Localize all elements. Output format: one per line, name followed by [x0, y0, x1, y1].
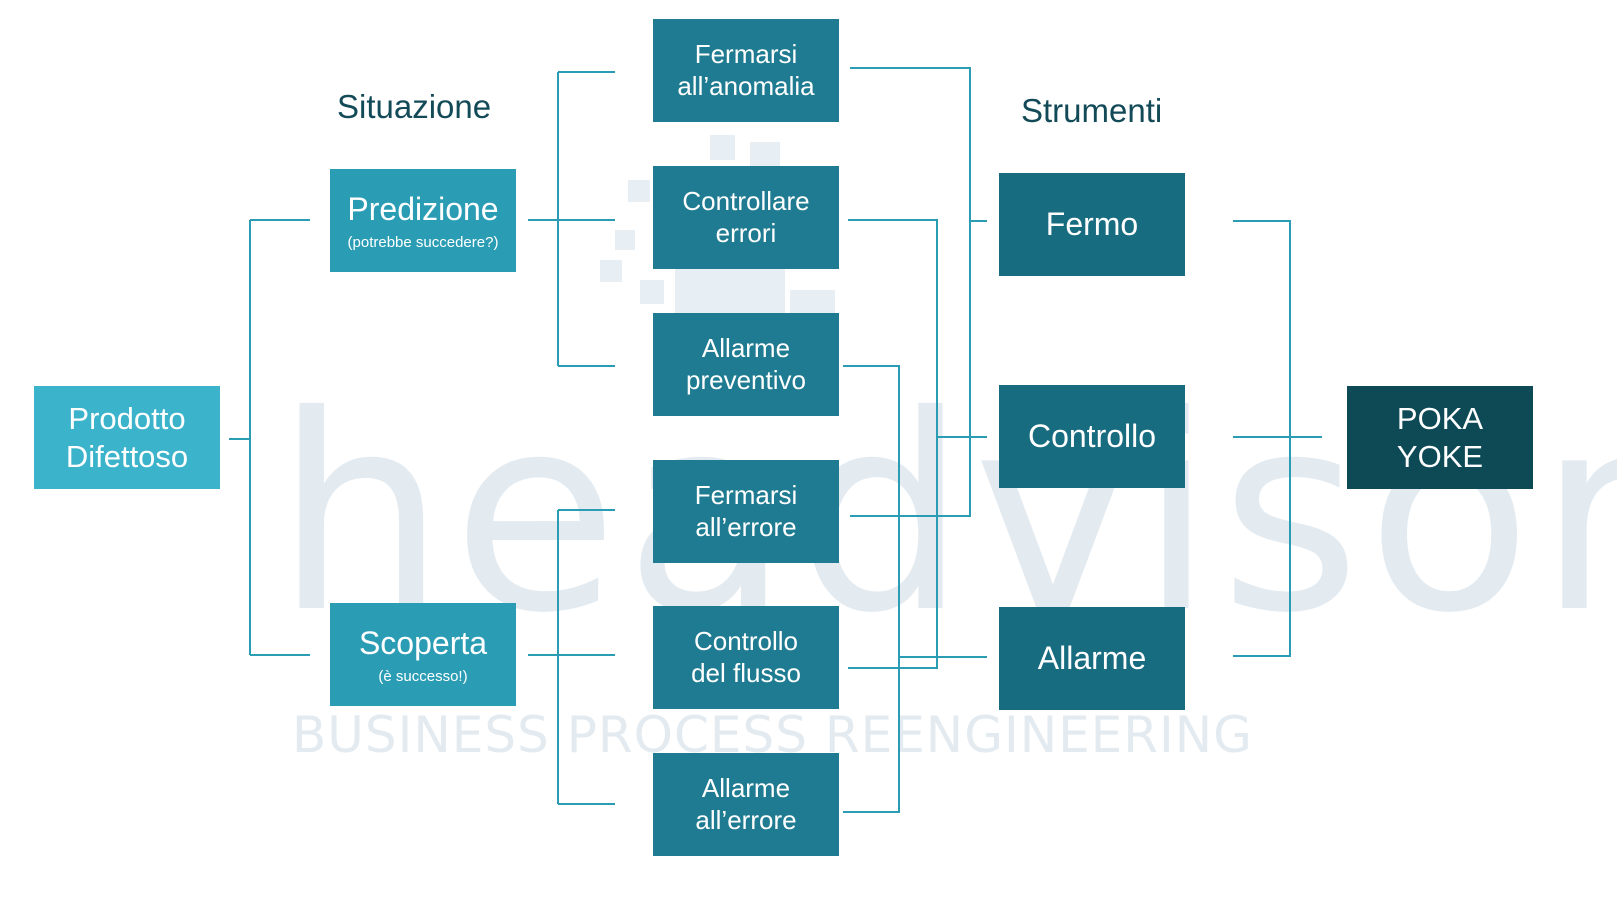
action-line-1: Allarme	[701, 333, 791, 364]
connector-fermarsi-to-fermo	[850, 67, 987, 517]
action-line-2: all’errore	[695, 804, 797, 835]
tool-node-controllo: Controllo	[999, 385, 1185, 488]
tool-node-allarme: Allarme	[999, 607, 1185, 710]
tool-label: Fermo	[1045, 206, 1139, 243]
action-line-1: Fermarsi	[694, 480, 798, 511]
situation-node-scoperta: Scoperta (è successo!)	[330, 603, 516, 706]
watermark-tagline: BUSINESS PROCESS REENGINEERING	[292, 706, 1253, 764]
connector-scoperta-to-actions	[528, 509, 615, 805]
action-line-2: preventivo	[686, 364, 806, 395]
action-line-1: Controllare	[682, 186, 810, 217]
action-line-2: errori	[715, 217, 777, 248]
connector-predizione-to-actions	[528, 71, 615, 367]
tool-label: Allarme	[1037, 640, 1147, 677]
connector-controllo-to-controllo	[848, 219, 987, 669]
action-line-2: all’errore	[695, 511, 797, 542]
action-line-2: all’anomalia	[677, 70, 815, 101]
result-line-2: YOKE	[1396, 438, 1484, 474]
situation-title: Scoperta	[358, 624, 488, 661]
action-node-controllare-errori: Controllare errori	[653, 166, 839, 269]
action-node-allarme-errore: Allarme all’errore	[653, 753, 839, 856]
action-node-allarme-preventivo: Allarme preventivo	[653, 313, 839, 416]
tool-label: Controllo	[1027, 418, 1157, 455]
situation-node-predizione: Predizione (potrebbe succedere?)	[330, 169, 516, 272]
situation-subtitle: (potrebbe succedere?)	[347, 234, 499, 252]
situation-title: Predizione	[347, 190, 499, 227]
connector-tools-to-pokayoke	[1233, 220, 1322, 657]
action-node-controllo-flusso: Controllo del flusso	[653, 606, 839, 709]
root-line-2: Difettoso	[65, 438, 189, 474]
action-line-1: Allarme	[701, 773, 791, 804]
action-line-1: Fermarsi	[694, 39, 798, 70]
action-node-fermarsi-anomalia: Fermarsi all’anomalia	[653, 19, 839, 122]
heading-strumenti: Strumenti	[1021, 92, 1163, 129]
root-line-1: Prodotto	[68, 401, 186, 437]
result-line-1: POKA	[1396, 401, 1484, 437]
root-node-prodotto-difettoso: Prodotto Difettoso	[34, 386, 220, 489]
connector-allarme-to-allarme	[843, 365, 987, 813]
connector-root-to-situations	[229, 219, 310, 656]
situation-subtitle: (è successo!)	[378, 668, 468, 686]
result-node-poka-yoke: POKA YOKE	[1347, 386, 1533, 489]
action-line-2: del flusso	[691, 657, 801, 688]
action-node-fermarsi-errore: Fermarsi all’errore	[653, 460, 839, 563]
action-line-1: Controllo	[693, 626, 799, 657]
heading-situazione: Situazione	[337, 88, 492, 125]
tool-node-fermo: Fermo	[999, 173, 1185, 276]
